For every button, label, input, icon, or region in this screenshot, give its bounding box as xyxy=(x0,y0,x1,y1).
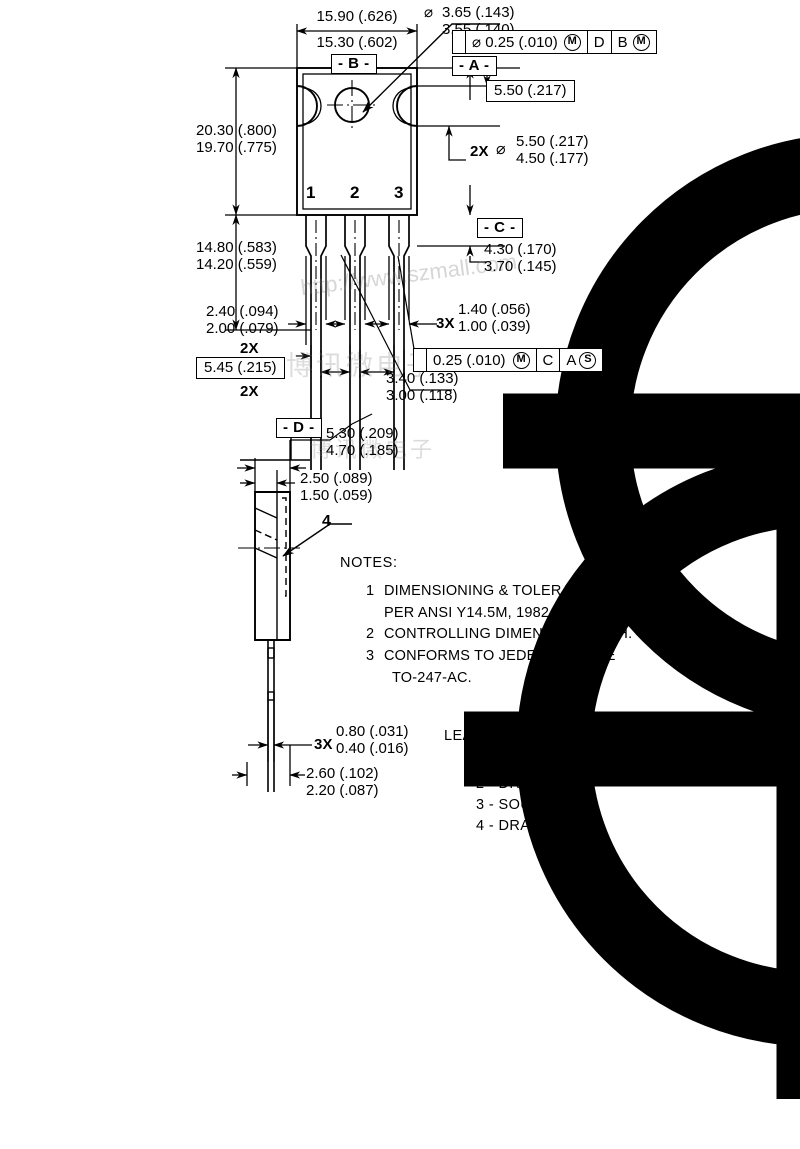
drawing-vector-layer xyxy=(225,23,520,792)
dim-side-step-text: 2.50 (.089) 1.50 (.059) xyxy=(300,470,373,504)
fcf2-tolerance-text: 0.25 (.010) xyxy=(433,351,506,369)
notch-qty: 2X xyxy=(470,143,489,160)
fcf-tolerance-value: ⌀ 0.25 (.010) M xyxy=(466,31,588,53)
dim-notch-diameter xyxy=(417,125,500,161)
leads-top-view xyxy=(305,215,410,470)
notch-dia-symbol: ⌀ xyxy=(496,141,506,158)
package-body-side-view xyxy=(254,491,291,792)
leader-hole-diameter xyxy=(362,23,500,113)
note-item-2: 2 CONTROLLING DIMENSION : INCH. xyxy=(366,624,632,646)
leader-callout-4 xyxy=(282,523,352,557)
feature-control-frame-leads: 0.25 (.010) M C A S xyxy=(413,348,800,1099)
callout-4: 4 xyxy=(322,513,331,530)
note-item-3: 3 CONFORMS TO JEDEC OUTLINE TO-247-AC. xyxy=(366,646,632,690)
datum-a: - A - xyxy=(452,56,497,76)
lead-assignment-4: 4 - DRAIN xyxy=(476,818,546,835)
lead-width-qty-below: 2X xyxy=(240,383,259,400)
dim-body-width-text: 15.90 (.626) xyxy=(316,8,398,25)
fcf2-datum-c: C xyxy=(537,349,561,371)
dim-side-lead-thickness xyxy=(248,700,312,762)
mmc-modifier-icon-3: M xyxy=(512,351,530,369)
dim-side-lead-width-text: 2.60 (.102) 2.20 (.087) xyxy=(306,765,379,799)
lead-assignment-1: 1 - GATE xyxy=(476,754,539,771)
dim-thickness-c xyxy=(417,245,505,263)
lead-assignments-heading: LEAD ASSIGNMENTS xyxy=(444,728,598,744)
dim-body-width xyxy=(296,24,418,68)
note-1-line-1: DIMENSIONING & TOLERANCING xyxy=(384,582,620,599)
lead-assignments-block: LEAD ASSIGNMENTS 1 - GATE 2 - DRAIN 3 - … xyxy=(444,726,597,838)
note-item-1: 1 DIMENSIONING & TOLERANCING PER ANSI Y1… xyxy=(366,581,632,625)
dim-side-thickness-text: 5.30 (.209) 4.70 (.185) xyxy=(326,425,399,459)
lead-assignment-2: 2 - DRAIN xyxy=(476,775,546,792)
dim-thickness-text: 4.30 (.170) 3.70 (.145) xyxy=(484,241,557,275)
lead-thickness-qty: 3X xyxy=(436,315,455,332)
datum-d: - D - xyxy=(276,418,322,438)
dim-lead-space-text: 3.40 (.133) 3.00 (.118) xyxy=(386,370,459,404)
datum-c: - C - xyxy=(477,218,523,238)
basic-dim-lead-pitch: 5.45 (.215) xyxy=(196,357,285,379)
note-2-number: 2 xyxy=(366,626,375,643)
leader-side-dims xyxy=(329,413,373,441)
dim-lead-width-text: 2.40 (.094) 2.00 (.079) xyxy=(206,303,279,337)
note-2-line-1: CONTROLLING DIMENSION : INCH. xyxy=(384,626,633,643)
position-icon-2 xyxy=(414,349,800,1099)
rfs-modifier-icon: S xyxy=(579,351,597,369)
position-icon xyxy=(453,31,800,724)
lead-assignment-3: 3 - SOURCE xyxy=(476,796,563,813)
mmc-modifier-icon-2: M xyxy=(632,33,650,51)
notes-block: NOTES: 1 DIMENSIONING & TOLERANCING PER … xyxy=(340,553,632,690)
mmc-modifier-icon: M xyxy=(563,33,581,51)
note-1-line-2: PER ANSI Y14.5M, 1982. xyxy=(384,604,554,621)
notch-dia-text: 5.50 (.217) 4.50 (.177) xyxy=(516,133,589,167)
side-lead-thickness-qty: 3X xyxy=(314,736,333,753)
pin-number-2: 2 xyxy=(350,183,360,202)
dim-side-lead-width xyxy=(232,745,305,786)
dim-side-lead-thickness-text: 0.80 (.031) 0.40 (.016) xyxy=(336,723,409,757)
dim-body-height-text: 20.30 (.800) 19.70 (.775) xyxy=(196,122,277,156)
hole-dia-symbol: ⌀ xyxy=(424,4,434,21)
lead-width-qty-above: 2X xyxy=(240,340,259,357)
drawing-canvas: http://www.szmall.com 博讯微电子 博讯微电子 15.90 … xyxy=(196,4,800,1099)
pin-number-3: 3 xyxy=(394,183,404,202)
fcf2-tolerance-value: 0.25 (.010) M xyxy=(427,349,537,371)
pin-number-1: 1 xyxy=(306,183,316,202)
fcf-datum-b: B M xyxy=(612,31,656,53)
note-1-number: 1 xyxy=(366,582,375,599)
dim-body-width-min-text: 15.30 (.602) xyxy=(316,34,398,51)
fcf-datum-d: D xyxy=(588,31,612,53)
note-3-line-2: TO-247-AC. xyxy=(392,669,472,686)
note-3-line-1: CONFORMS TO JEDEC OUTLINE xyxy=(384,648,616,664)
dim-lead-length-text: 14.80 (.583) 14.20 (.559) xyxy=(196,239,277,273)
fcf-tolerance-text: ⌀ 0.25 (.010) xyxy=(472,34,558,51)
feature-control-frame-top: ⌀ 0.25 (.010) M D B M xyxy=(452,30,800,724)
dim-lead-pitch-basic xyxy=(296,345,395,372)
fcf2-datum-a: A S xyxy=(560,349,602,371)
datum-b: - B - xyxy=(331,54,377,74)
hole-centerline xyxy=(327,80,378,131)
note-3-number: 3 xyxy=(366,648,375,664)
dim-lead-thickness-text: 1.40 (.056) 1.00 (.039) xyxy=(458,301,531,335)
lead-centerlines xyxy=(315,220,400,330)
dim-lead-length xyxy=(225,214,311,331)
dim-lead-widths xyxy=(288,256,437,345)
dim-side-step xyxy=(240,470,295,492)
dim-lead-space xyxy=(320,350,405,378)
basic-dim-5-50: 5.50 (.217) xyxy=(486,80,575,102)
notes-heading: NOTES: xyxy=(340,555,398,571)
